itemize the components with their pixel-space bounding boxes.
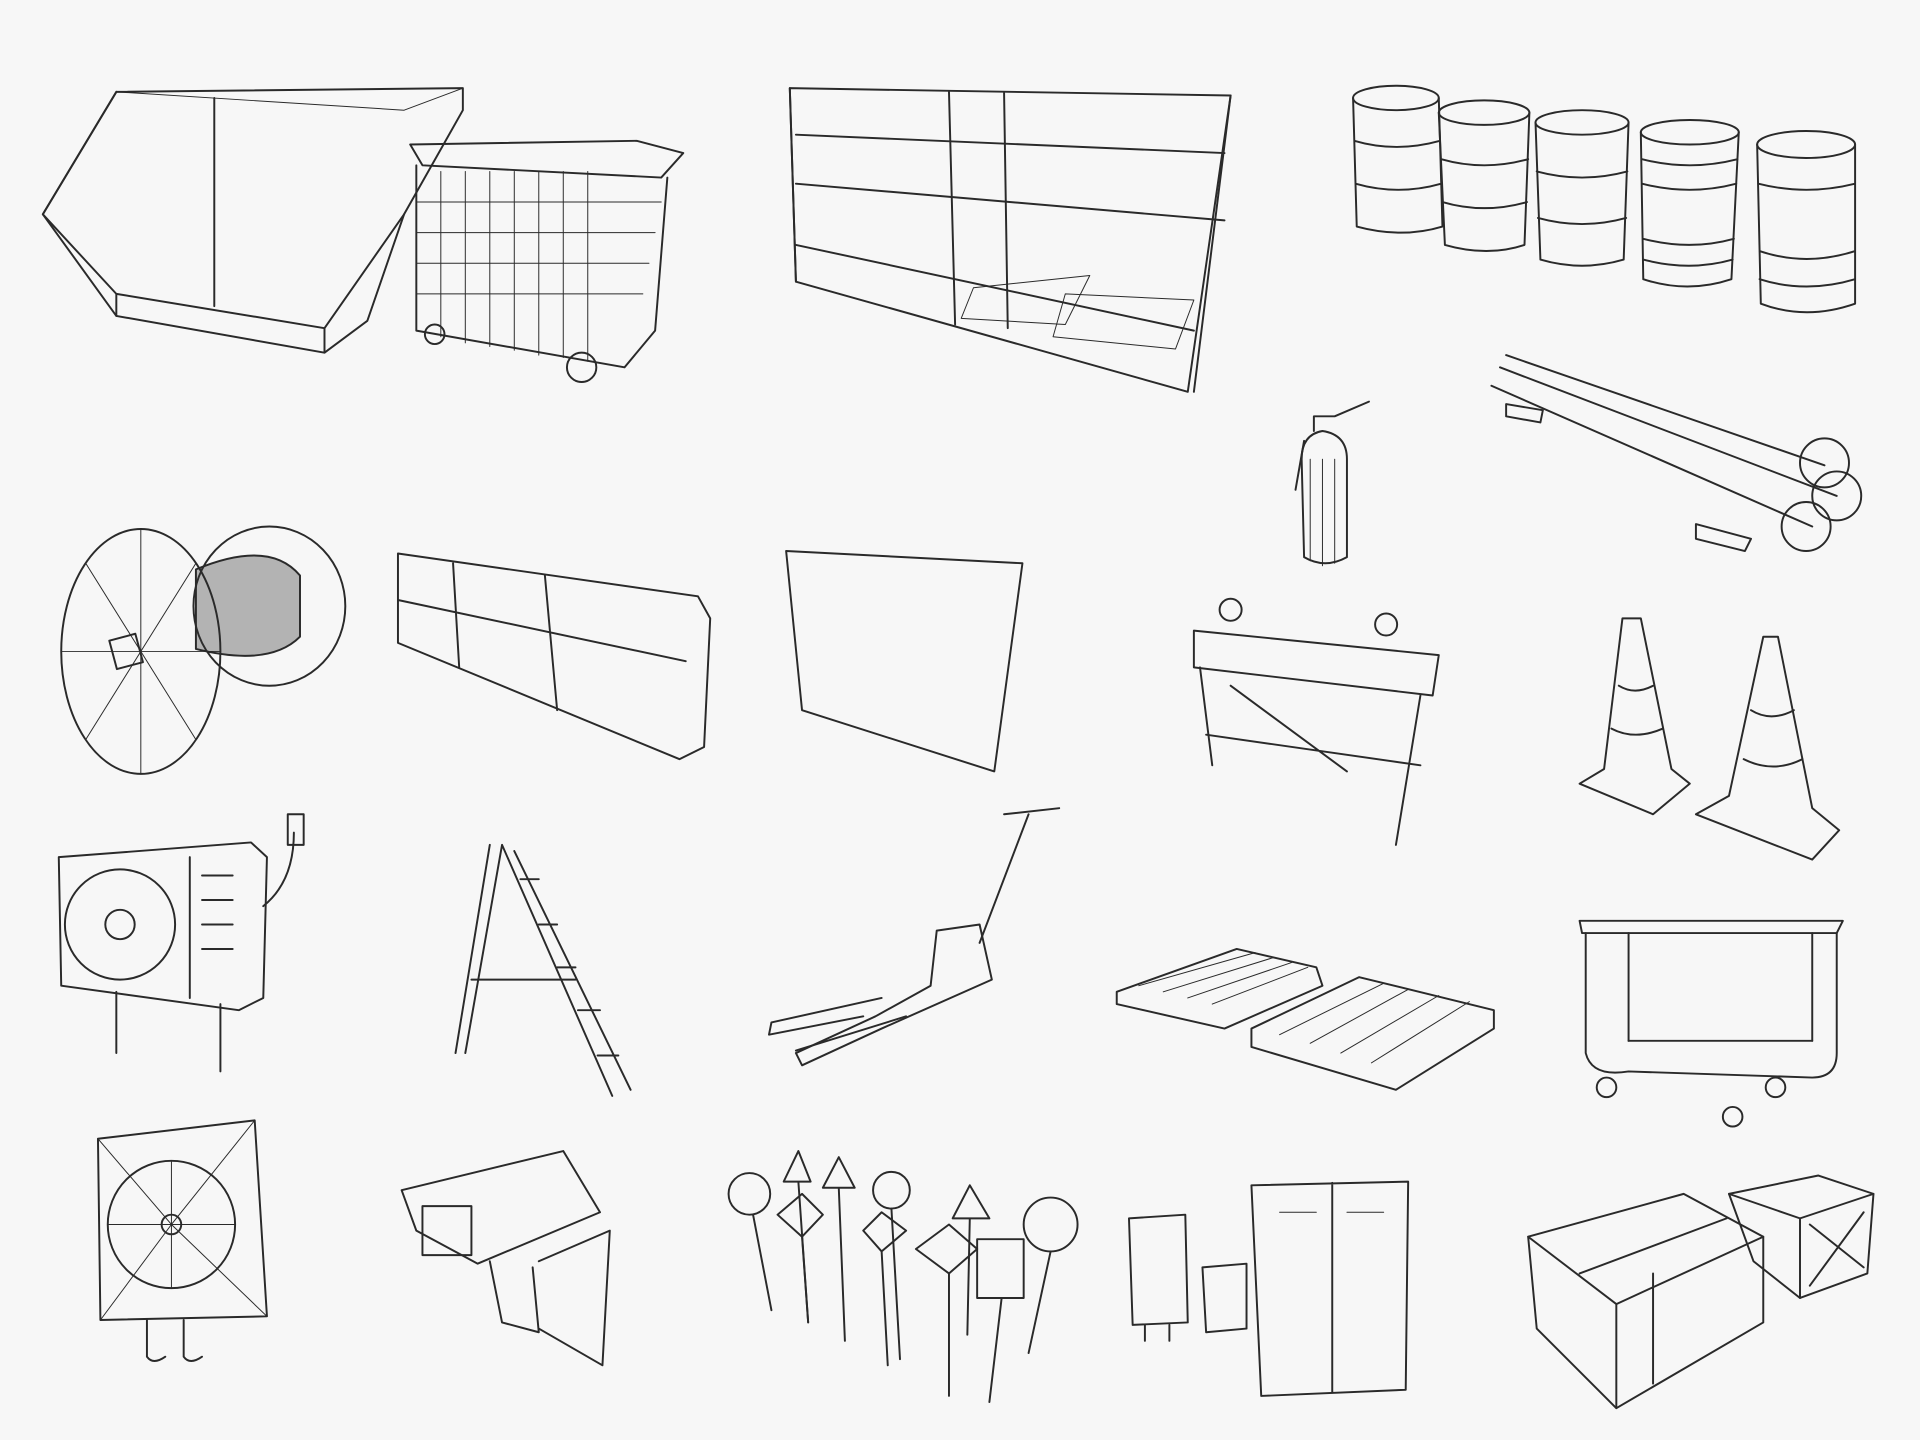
- wooden-pallets: [1115, 948, 1495, 1091]
- wooden-crates: [1527, 1174, 1875, 1410]
- jersey-barrier: [396, 552, 712, 761]
- road-barricade: [1192, 597, 1440, 846]
- utility-cart: [1578, 919, 1844, 1128]
- step-ladder: [454, 843, 632, 1097]
- pallet-rack: [788, 87, 1232, 393]
- wall-fan: [96, 1119, 268, 1362]
- skip-container: [41, 87, 464, 354]
- electrical-cabinets: [1128, 1180, 1410, 1397]
- road-signs: [727, 1150, 1079, 1404]
- wheelie-bin: [409, 139, 685, 384]
- oil-barrels: [1352, 84, 1857, 314]
- pipe-bundle: [1490, 354, 1863, 552]
- air-conditioner-unit: [57, 813, 305, 1073]
- traffic-cones: [1578, 617, 1841, 861]
- security-camera: [400, 1150, 611, 1367]
- pallet-jack: [768, 807, 1061, 1067]
- fire-extinguisher: [1294, 400, 1370, 567]
- blank-board: [785, 550, 1024, 773]
- cable-reel: [60, 525, 347, 775]
